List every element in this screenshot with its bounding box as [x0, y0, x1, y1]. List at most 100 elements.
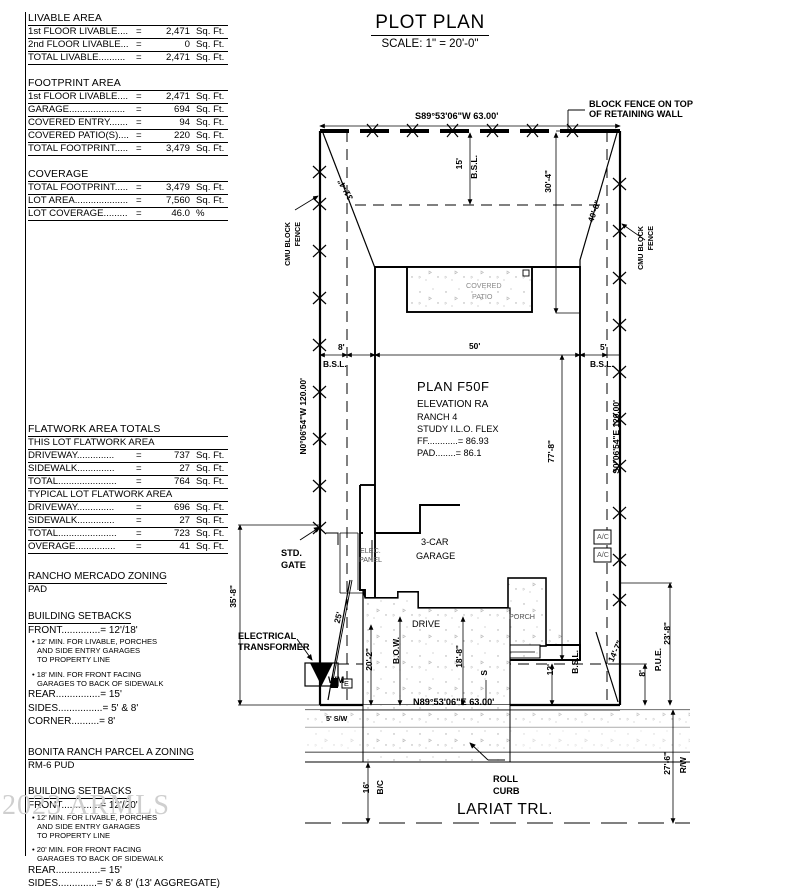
row-eq: =	[136, 143, 142, 154]
row-unit: Sq. Ft.	[196, 26, 225, 37]
label-garage-2: GARAGE	[416, 551, 456, 561]
row-unit: Sq. Ft.	[196, 117, 225, 128]
label-drive: DRIVE	[412, 619, 441, 629]
row-value: 2,471	[165, 91, 190, 102]
row-unit: Sq. Ft.	[196, 130, 225, 141]
row-label: COVERED PATIO(S)....	[28, 130, 129, 141]
row-unit: Sq. Ft.	[196, 195, 225, 206]
row-eq: =	[136, 52, 142, 63]
row-label: DRIVEWAY..............	[28, 450, 115, 461]
row-unit: Sq. Ft.	[196, 91, 225, 102]
table-row: GARAGE..................... = 694 Sq. Ft…	[28, 103, 228, 116]
table-row: 1st FLOOR LIVABLE.... = 2,471 Sq. Ft.	[28, 25, 228, 38]
row-label: TOTAL LIVABLE..........	[28, 52, 126, 63]
zoning2-sides: SIDES..............= 5' & 8' (13' AGGREG…	[28, 878, 220, 890]
row-eq: =	[136, 182, 142, 193]
row-eq: =	[136, 463, 142, 474]
coverage-heading: COVERAGE	[28, 168, 89, 180]
row-unit: Sq. Ft.	[196, 541, 225, 552]
plot-drawing	[237, 109, 690, 824]
row-value: 2,471	[165, 52, 190, 63]
row-label: TOTAL FOOTPRINT.....	[28, 143, 129, 154]
flatwork-area-table: FLATWORK AREA TOTALS THIS LOT FLATWORK A…	[28, 423, 228, 554]
row-eq: =	[136, 195, 142, 206]
label-electrical-transformer-1: ELECTRICAL	[238, 631, 297, 641]
row-unit: %	[196, 208, 205, 219]
zoning2-rear: REAR................= 15'	[28, 864, 122, 876]
label-porch: PORCH	[509, 612, 535, 621]
row-label: GARAGE.....................	[28, 104, 126, 115]
row-eq: =	[136, 515, 142, 526]
label-block-fence-note-2: OF RETAINING WALL	[589, 109, 683, 119]
zoning1-heading: RANCHO MERCADO ZONING	[28, 571, 167, 584]
row-label: 1st FLOOR LIVABLE....	[28, 91, 129, 102]
row-eq: =	[136, 104, 142, 115]
table-row: LOT COVERAGE......... = 46.0 %	[28, 207, 228, 221]
row-eq: =	[136, 130, 142, 141]
zoning2-note1b: AND SIDE ENTRY GARAGES	[37, 821, 141, 831]
zoning1-front: FRONT..............= 12'/18'	[28, 624, 138, 636]
row-value: 27	[179, 515, 190, 526]
label-elec-panel-2: PANEL	[359, 555, 383, 564]
table-row: TOTAL FOOTPRINT..... = 3,479 Sq. Ft.	[28, 181, 228, 194]
plot-plan-title-block: PLOT PLAN SCALE: 1" = 20'-0"	[340, 12, 520, 50]
row-label: 1st FLOOR LIVABLE....	[28, 26, 129, 37]
zoning1-note1b: AND SIDE ENTRY GARAGES	[37, 646, 141, 656]
label-back-of-curb: B/C	[375, 780, 385, 795]
row-value: 41	[179, 541, 190, 552]
label-left-bsl-dim: 8'	[338, 342, 345, 352]
label-cmu-fence-right-2: FENCE	[646, 226, 655, 251]
row-unit: Sq. Ft.	[196, 52, 225, 63]
label-cmu-fence-right-1: CMU BLOCK	[636, 226, 645, 270]
zoning1-corner: CORNER..........= 8'	[28, 716, 116, 728]
livable-area-heading: LIVABLE AREA	[28, 12, 102, 24]
label-rear-bsl-dim: 15'	[454, 158, 464, 170]
label-roll-curb-2: CURB	[493, 786, 520, 796]
label-std-gate-2: GATE	[281, 560, 306, 570]
label-sidewalk-mark: S	[479, 670, 489, 676]
livable-area-table: LIVABLE AREA 1st FLOOR LIVABLE.... = 2,4…	[28, 12, 228, 65]
row-value: 46.0	[171, 208, 190, 219]
zoning1-value: PAD	[28, 584, 48, 595]
row-unit: Sq. Ft.	[196, 182, 225, 193]
zoning2-value: RM-6 PUD	[28, 759, 75, 771]
row-unit: Sq. Ft.	[196, 143, 225, 154]
label-right-bsl: B.S.L.	[590, 359, 614, 369]
label-ac-unit-2: A/C	[597, 550, 609, 559]
zoning-rancho-mercado: RANCHO MERCADO ZONING PAD BUILDING SETBA…	[28, 566, 228, 729]
label-rear-bsl: B.S.L.	[469, 155, 479, 179]
plan-series: RANCH 4	[417, 412, 458, 422]
label-dim-23-8: 23'-8"	[662, 622, 672, 645]
zoning2-front: FRONT..............= 12'/20'	[28, 800, 138, 812]
zoning1-note2: • 18' MIN. FOR FRONT FACING	[32, 669, 142, 679]
row-value: 737	[173, 450, 190, 461]
row-label: SIDEWALK..............	[28, 515, 115, 526]
plan-elevation: ELEVATION RA	[417, 399, 489, 410]
label-bow: B.O.W.	[391, 637, 401, 664]
zoning2-setbacks-heading: BUILDING SETBACKS	[28, 786, 132, 800]
label-bearing-north: S89°53'06"W 63.00'	[415, 111, 499, 121]
row-unit: Sq. Ft.	[196, 450, 225, 461]
row-label: DRIVEWAY..............	[28, 502, 115, 513]
label-cmu-fence-left-1: CMU BLOCK	[283, 222, 292, 266]
row-eq: =	[136, 117, 142, 128]
row-label: COVERED ENTRY.......	[28, 117, 128, 128]
row-unit: Sq. Ft.	[196, 515, 225, 526]
label-covered-patio-2: PATIO	[472, 292, 493, 301]
zoning1-sides: SIDES................= 5' & 8'	[28, 702, 139, 714]
table-row: TOTAL...................... = 764 Sq. Ft…	[28, 475, 228, 488]
row-value: 2,471	[165, 26, 190, 37]
plan-option: STUDY I.L.O. FLEX	[417, 424, 499, 434]
table-row: DRIVEWAY.............. = 696 Sq. Ft.	[28, 501, 228, 514]
table-row: LOT AREA.................... = 7,560 Sq.…	[28, 194, 228, 207]
row-eq: =	[136, 39, 142, 50]
label-cmu-fence-left-2: FENCE	[293, 222, 302, 247]
table-row: TOTAL FOOTPRINT..... = 3,479 Sq. Ft.	[28, 142, 228, 156]
label-width-50: 50'	[469, 341, 481, 351]
zoning2-note1-text: 12' MIN. FOR LIVABLE, PORCHES	[36, 812, 158, 822]
table-row: TOTAL LIVABLE.......... = 2,471 Sq. Ft.	[28, 51, 228, 65]
row-label: TOTAL......................	[28, 476, 117, 487]
label-pue: P.U.E.	[653, 648, 663, 672]
row-eq: =	[136, 26, 142, 37]
row-value: 0	[184, 39, 190, 50]
